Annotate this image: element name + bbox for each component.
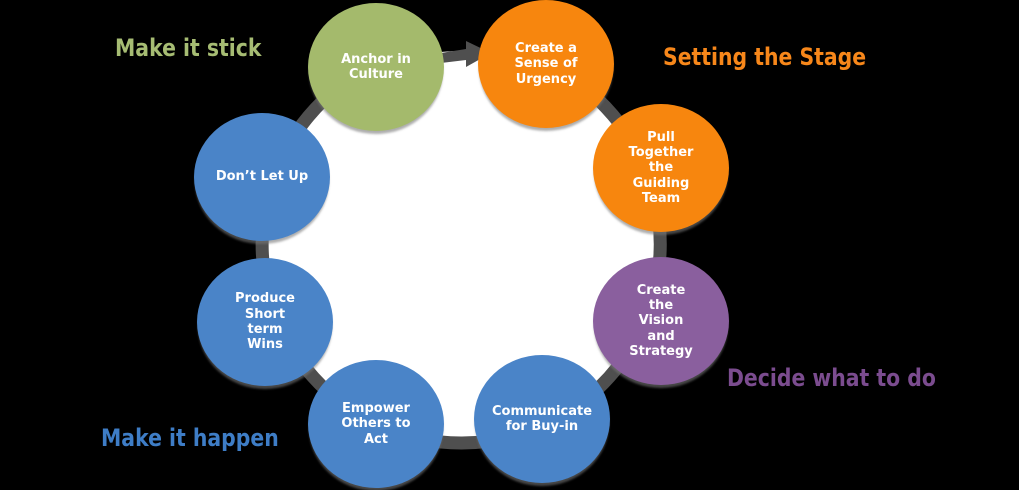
step-circle-guiding-team: Pull Together the Guiding Team	[593, 104, 729, 232]
step-circle-communicate-buy-in: Communicate for Buy-in	[474, 355, 610, 483]
step-circle-empower-others: Empower Others to Act	[308, 360, 444, 488]
step-circle-vision-strategy: Create the Vision and Strategy	[593, 257, 729, 385]
clockwise-arrow-icon	[441, 41, 491, 67]
step-circle-dont-let-up: Don’t Let Up	[194, 113, 330, 241]
phase-label-make-it-stick: Make it stick	[115, 34, 262, 62]
step-circle-short-term-wins: Produce Short term Wins	[197, 258, 333, 386]
phase-label-setting-the-stage: Setting the Stage	[663, 43, 867, 71]
step-circle-create-urgency: Create a Sense of Urgency	[478, 0, 614, 128]
inner-disk	[268, 51, 654, 437]
phase-label-make-it-happen: Make it happen	[101, 424, 279, 452]
step-circle-anchor-culture: Anchor in Culture	[308, 3, 444, 131]
phase-label-decide-what-to-do: Decide what to do	[727, 364, 936, 392]
